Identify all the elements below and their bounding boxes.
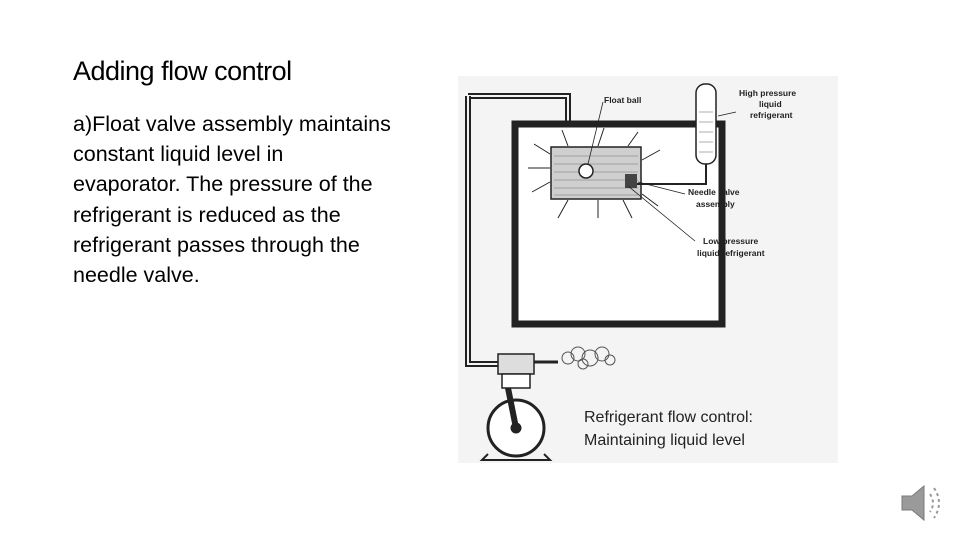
label-high-pressure-1: High pressure <box>739 88 796 98</box>
label-needle-valve-2: assembly <box>696 199 735 209</box>
refrigerant-flow-diagram: Float ball High pressure liquid refriger… <box>458 76 838 463</box>
compressor <box>479 353 553 461</box>
float-ball <box>578 163 594 179</box>
discharge-cloud <box>561 346 616 370</box>
caption-line-2: Maintaining liquid level <box>584 432 745 449</box>
label-high-pressure-3: refrigerant <box>750 110 793 120</box>
label-needle-valve-1: Needle valve <box>688 187 740 197</box>
slide-title: Adding flow control <box>73 56 292 86</box>
needle-valve <box>625 174 637 188</box>
float-chamber <box>550 146 642 200</box>
label-float-ball: Float ball <box>604 95 641 105</box>
caption-line-1: Refrigerant flow control: <box>584 409 753 426</box>
label-low-pressure-1: Low pressure <box>703 236 759 246</box>
label-low-pressure-2: liquid refrigerant <box>697 248 765 258</box>
speaker-icon[interactable] <box>898 480 948 526</box>
slide-body-text: a)Float valve assembly maintains constan… <box>73 112 391 288</box>
label-high-pressure-2: liquid <box>759 99 782 109</box>
